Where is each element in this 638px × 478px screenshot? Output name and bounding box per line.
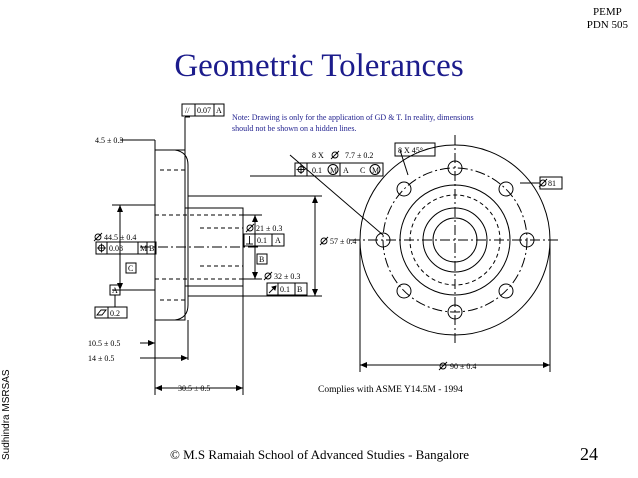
course-code-line2: PDN 505 — [586, 19, 628, 31]
fcf-position-44-datum: B — [149, 244, 154, 253]
diameter-symbol-icon — [319, 236, 329, 246]
hidden-lines — [155, 169, 243, 301]
footer-copyright: © M.S Ramaiah School of Advanced Studies… — [170, 447, 470, 462]
dim-dia-81: 81 — [548, 179, 556, 188]
perpendicularity-symbol-icon — [246, 236, 253, 245]
angle-box — [394, 142, 436, 157]
diameter-symbol-icon — [263, 271, 273, 281]
fcf-parallel-symbol: // — [185, 106, 190, 115]
fcf-position-44 — [95, 241, 157, 255]
dim-8x-angle: 8 X 45° — [398, 146, 423, 155]
course-code-line1: PEMP — [592, 6, 622, 18]
dim-dia-90: 90 ± 0.4 — [450, 362, 476, 371]
note-line1: Note: Drawing is only for the applicatio… — [232, 113, 474, 122]
dim-dia-32: 32 ± 0.3 — [274, 272, 300, 281]
fcf-perp-datum: A — [275, 236, 281, 245]
fcf-parallel-value: 0.07 — [197, 106, 211, 115]
dim-10-5: 10.5 ± 0.5 — [88, 339, 120, 348]
fcf-hole-value: 0.1 — [312, 166, 322, 175]
fcf-hole-mod: M — [330, 166, 337, 175]
bolt-holes — [375, 160, 535, 320]
datum-c-box — [125, 262, 137, 274]
fcf-runout-datum: B — [297, 285, 302, 294]
diameter-symbol-icon — [538, 178, 548, 188]
fcf-position-44-value: 0.08 — [109, 244, 123, 253]
course-code: PEMP PDN 505 — [587, 6, 628, 32]
fcf-hole-datum-c: C — [360, 166, 365, 175]
note-line2: should not be shown on a hidden lines. — [232, 124, 356, 133]
fcf-runout — [266, 282, 308, 296]
fcf-hole-position — [294, 162, 384, 177]
flatness-symbol-icon — [96, 309, 107, 316]
diameter-symbol-icon — [330, 150, 340, 160]
diameter-symbol-icon — [438, 361, 448, 371]
author-sidebar: Sudhindra MSRSAS — [1, 369, 12, 460]
dim-14: 14 ± 0.5 — [88, 354, 114, 363]
datum-a-label: A — [112, 286, 118, 295]
dim-8x-hole: 8 X — [312, 151, 324, 160]
fcf-flatness — [94, 306, 128, 319]
datum-b-box — [256, 253, 268, 265]
fcf-runout-value: 0.1 — [280, 285, 290, 294]
dim-dia-57: 57 ± 0.4 — [330, 237, 356, 246]
page-number: 24 — [580, 444, 598, 464]
fcf-position-44-mod: M — [140, 244, 147, 253]
compliance-text: Complies with ASME Y14.5M - 1994 — [318, 385, 463, 395]
diameter-symbol-icon — [245, 223, 255, 233]
fcf-hole-mod2: M — [372, 166, 379, 175]
datum-c-label: C — [128, 264, 133, 273]
slide-title: Geometric Tolerances — [174, 48, 464, 84]
runout-symbol-icon — [268, 285, 277, 294]
flange-outline — [154, 149, 186, 321]
fcf-parallel-datum: A — [216, 106, 222, 115]
dim-dia-44: 44.5 ± 0.4 — [104, 233, 136, 242]
dim-left-thickness: 4.5 ± 0.3 — [95, 136, 123, 145]
dim-30-5: 30.5 ± 0.5 — [178, 384, 210, 393]
dim-hole-size: 7.7 ± 0.2 — [345, 151, 373, 160]
fcf-flatness-value: 0.2 — [110, 309, 120, 318]
fcf-hole-datum-a: A — [343, 166, 349, 175]
fcf-perpendicularity — [243, 233, 285, 247]
fcf-parallel — [181, 103, 225, 117]
position-symbol-icon — [296, 165, 306, 174]
fcf-perp-value: 0.1 — [257, 236, 267, 245]
datum-b-label: B — [259, 255, 264, 264]
position-symbol-icon — [97, 243, 106, 253]
flange-chamfer — [174, 149, 189, 321]
dim-dia-21: 21 ± 0.3 — [256, 224, 282, 233]
arrowheads — [117, 196, 550, 391]
diameter-symbol-icon — [93, 232, 103, 242]
